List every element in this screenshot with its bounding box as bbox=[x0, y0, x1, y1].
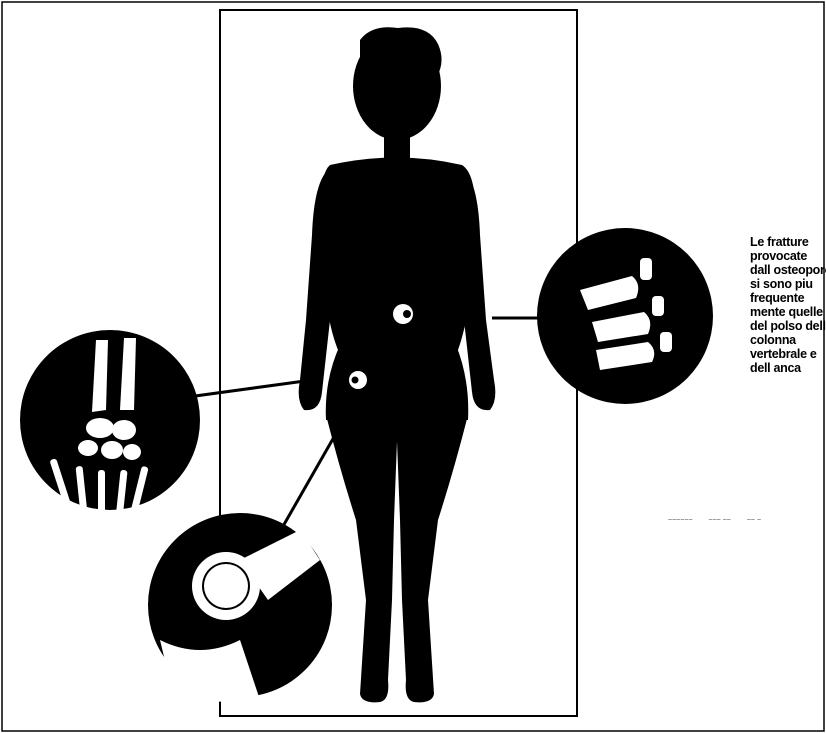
scribble-mark: ~~~~~~ bbox=[668, 517, 693, 524]
caption-line: Le fratture bbox=[750, 235, 826, 249]
caption-line: provocate bbox=[750, 249, 826, 263]
scribble-mark: ~~~ ~~ bbox=[708, 517, 730, 524]
caption-line: colonna bbox=[750, 333, 826, 347]
caption-line: frequente bbox=[750, 291, 826, 305]
caption-line: dall osteoporo bbox=[750, 263, 826, 277]
caption-line: si sono piu bbox=[750, 277, 826, 291]
hip-joint-inset-icon bbox=[148, 513, 332, 702]
caption-text: Le fratture provocate dall osteoporo si … bbox=[750, 235, 826, 375]
caption-line: dell anca bbox=[750, 361, 826, 375]
scribble-mark: ~~ ~ bbox=[747, 517, 761, 524]
caption-line: vertebrale e bbox=[750, 347, 826, 361]
caption-line: del polso dell bbox=[750, 319, 826, 333]
caption-line: mente quelle bbox=[750, 305, 826, 319]
spine-marker-icon bbox=[393, 304, 413, 324]
wrist-bones-inset-icon bbox=[20, 330, 200, 522]
vertebrae-inset-icon bbox=[537, 228, 713, 404]
hip-marker-icon bbox=[349, 371, 367, 389]
handwritten-scribble: ~~~~~~ ~~~ ~~ ~~ ~ bbox=[668, 517, 826, 529]
